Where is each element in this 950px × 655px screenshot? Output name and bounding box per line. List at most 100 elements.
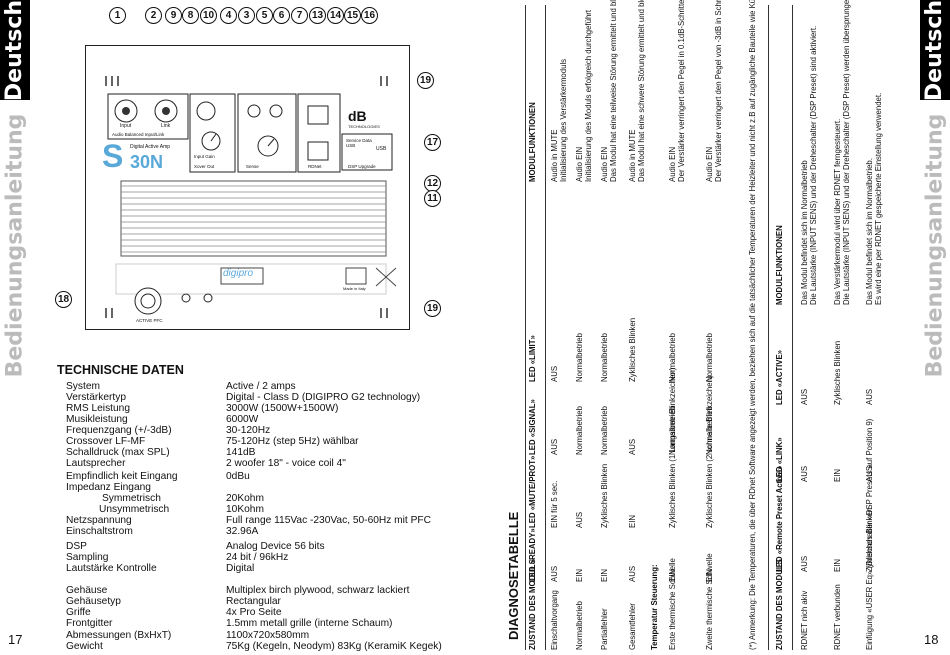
xover-label: Xover Out <box>194 164 215 169</box>
spec-label: Gewicht <box>66 641 103 652</box>
panel-artwork <box>105 76 397 318</box>
spec-label: Einschaltstrom <box>66 526 133 537</box>
callout-marker: 5 <box>256 7 273 24</box>
spec-value: 0dBu <box>226 471 250 482</box>
table-rule <box>768 5 769 650</box>
callout-marker: 1 <box>109 7 126 24</box>
cell-function2-detail: Es wird eine per RDNET gespeicherte Eins… <box>874 92 883 305</box>
spec-value: 6000W <box>226 414 259 425</box>
cell-signal: AUS <box>628 438 637 455</box>
spec-value: 141dB <box>226 447 256 458</box>
callout-marker: 2 <box>145 7 162 24</box>
cell-signal: Normalbetrieb <box>575 406 584 455</box>
callout-marker: 10 <box>200 7 217 24</box>
service-label: Service Data USB <box>346 138 372 148</box>
spec-label: Lautsprecher <box>66 458 126 469</box>
cell-active: AUS <box>865 388 874 405</box>
cell-ready: AUS <box>628 565 637 582</box>
spec-label: Crossover LF-MF <box>66 436 146 447</box>
row-state: Partialfehler <box>600 608 609 650</box>
cell-function2: Das Modul befindet sich im Normalbetrieb… <box>865 158 874 305</box>
callout-marker: 9 <box>165 7 182 24</box>
table-header: LED «MUTE/PROT» <box>528 455 537 528</box>
spec-value: 10Kohm <box>226 504 264 515</box>
spec-value: Digital <box>226 563 255 574</box>
cell-function2: Das Modul befindet sich im Normalbetrieb <box>800 160 809 305</box>
rdnet-label: RDNet <box>308 164 322 169</box>
cell-limit: Normalbetrieb <box>668 333 677 382</box>
spec-label: Netzspannung <box>66 515 132 526</box>
cell-function: Audio EIN <box>668 146 677 182</box>
spec-label: DSP <box>66 541 87 552</box>
cell-mute: EIN <box>628 515 637 528</box>
cell-limit: AUS <box>550 365 559 382</box>
brand-30n: 30N <box>130 152 164 172</box>
brand-logo: S 30N Digital Active Amp <box>102 138 182 174</box>
spec-value: 3000W (1500W+1500W) <box>226 403 339 414</box>
row-state: Temperatur Steuerung: <box>650 564 659 650</box>
table-rule <box>545 5 546 650</box>
row-state: Normalbetrieb <box>575 601 584 650</box>
spec-label: Frequenzgang (+/-3dB) <box>66 425 172 436</box>
spec-value: 1.5mm metall grille (interne Schaum) <box>226 618 393 629</box>
cell-function: Audio EIN <box>575 146 584 182</box>
cell-ready: EIN <box>668 569 677 582</box>
cell-ready: EIN <box>600 569 609 582</box>
table2-header: LED «LINK» <box>775 437 784 482</box>
cell-mute: AUS <box>575 511 584 528</box>
digipro-logo: digipro <box>223 268 254 279</box>
cell-mute: EIN für 5 sec. <box>550 480 559 528</box>
cell-link: EIN <box>833 469 842 482</box>
callout-marker: 3 <box>238 7 255 24</box>
cell-signal: Normalbetrieb <box>600 406 609 455</box>
spec-value: 2 woofer 18" - voice coil 4" <box>226 458 346 469</box>
cell-remote: EIN <box>833 559 842 572</box>
spec-label: Lautstärke Kontrolle <box>66 563 157 574</box>
tech-logo: TECHNOLOGIES <box>348 124 380 129</box>
spec-value: 75Kg (Kegeln, Neodym) 83Kg (KeramiK Kege… <box>226 641 442 652</box>
cell-function-detail: Das Modul hat eine teilweise Störung erm… <box>609 0 618 182</box>
row2-state: RDNET verbunden <box>833 584 842 650</box>
spec-value: Multiplex birch plywood, schwarz lackier… <box>226 585 410 596</box>
language-tab-right: Deutsch <box>920 0 950 101</box>
cell-function-detail: Der Verstärker verringert den Pegel in 0… <box>677 0 686 182</box>
callout-marker: 19 <box>417 72 434 89</box>
cell-active: Zyklisches Blinken <box>833 340 842 405</box>
cell-mute: Zyklisches Blinken <box>600 463 609 528</box>
cell-ready: EIN <box>575 569 584 582</box>
brand-sub: Digital Active Amp <box>130 144 171 150</box>
spec-label: Musikleistung <box>66 414 128 425</box>
table-header: LED «LIMIT» <box>528 335 537 382</box>
table-header: MODULFUNKTIONEN <box>528 102 537 182</box>
cell-limit: Normalbetrieb <box>705 333 714 382</box>
table2-header: MODULFUNKTIONEN <box>775 225 784 305</box>
spec-label: Abmessungen (BxHxT) <box>66 630 172 641</box>
page-number-right: 18 <box>924 632 939 647</box>
callout-marker: 19 <box>424 300 441 317</box>
cell-function-detail: Der Verstärker verringert den Pegel von … <box>714 0 723 182</box>
cell-signal: Normalbetrieb <box>705 406 714 455</box>
spec-value: 24 bit / 96kHz <box>226 552 289 563</box>
table-title: DIAGNOSETABELLE <box>506 511 521 640</box>
callout-marker: 13 <box>309 7 326 24</box>
cell-function-detail: Initialisierung des Verstärkermoduls <box>559 58 568 182</box>
cell-limit: Normalbetrieb <box>600 333 609 382</box>
spec-label: Verstärkertyp <box>66 392 127 403</box>
cell-signal: AUS <box>550 438 559 455</box>
cell-remote: AUS <box>800 555 809 572</box>
spec-label: Symmetrisch <box>102 493 161 504</box>
spec-label: RMS Leistung <box>66 403 130 414</box>
cell-function2: Das Verstärkermodul wird über RDNET fern… <box>833 118 842 305</box>
spec-value: Analog Device 56 bits <box>226 541 325 552</box>
callout-marker: 18 <box>55 291 72 308</box>
cell-limit: Normalbetrieb <box>575 333 584 382</box>
brand-s: S <box>102 138 124 174</box>
audio-input-label: Audio Balanced Input/Link <box>112 132 165 137</box>
table-header: LED «READY» <box>528 528 537 582</box>
cell-function2-detail: Die Lautstärke (INPUT SENS) und der Dreh… <box>842 0 851 305</box>
spec-label: System <box>66 381 100 392</box>
cell-function: Audio EIN <box>705 146 714 182</box>
spec-value: Active / 2 amps <box>226 381 296 392</box>
spec-label: Griffe <box>66 607 91 618</box>
active-pfc-label: ACTIVE PFC <box>136 318 163 323</box>
